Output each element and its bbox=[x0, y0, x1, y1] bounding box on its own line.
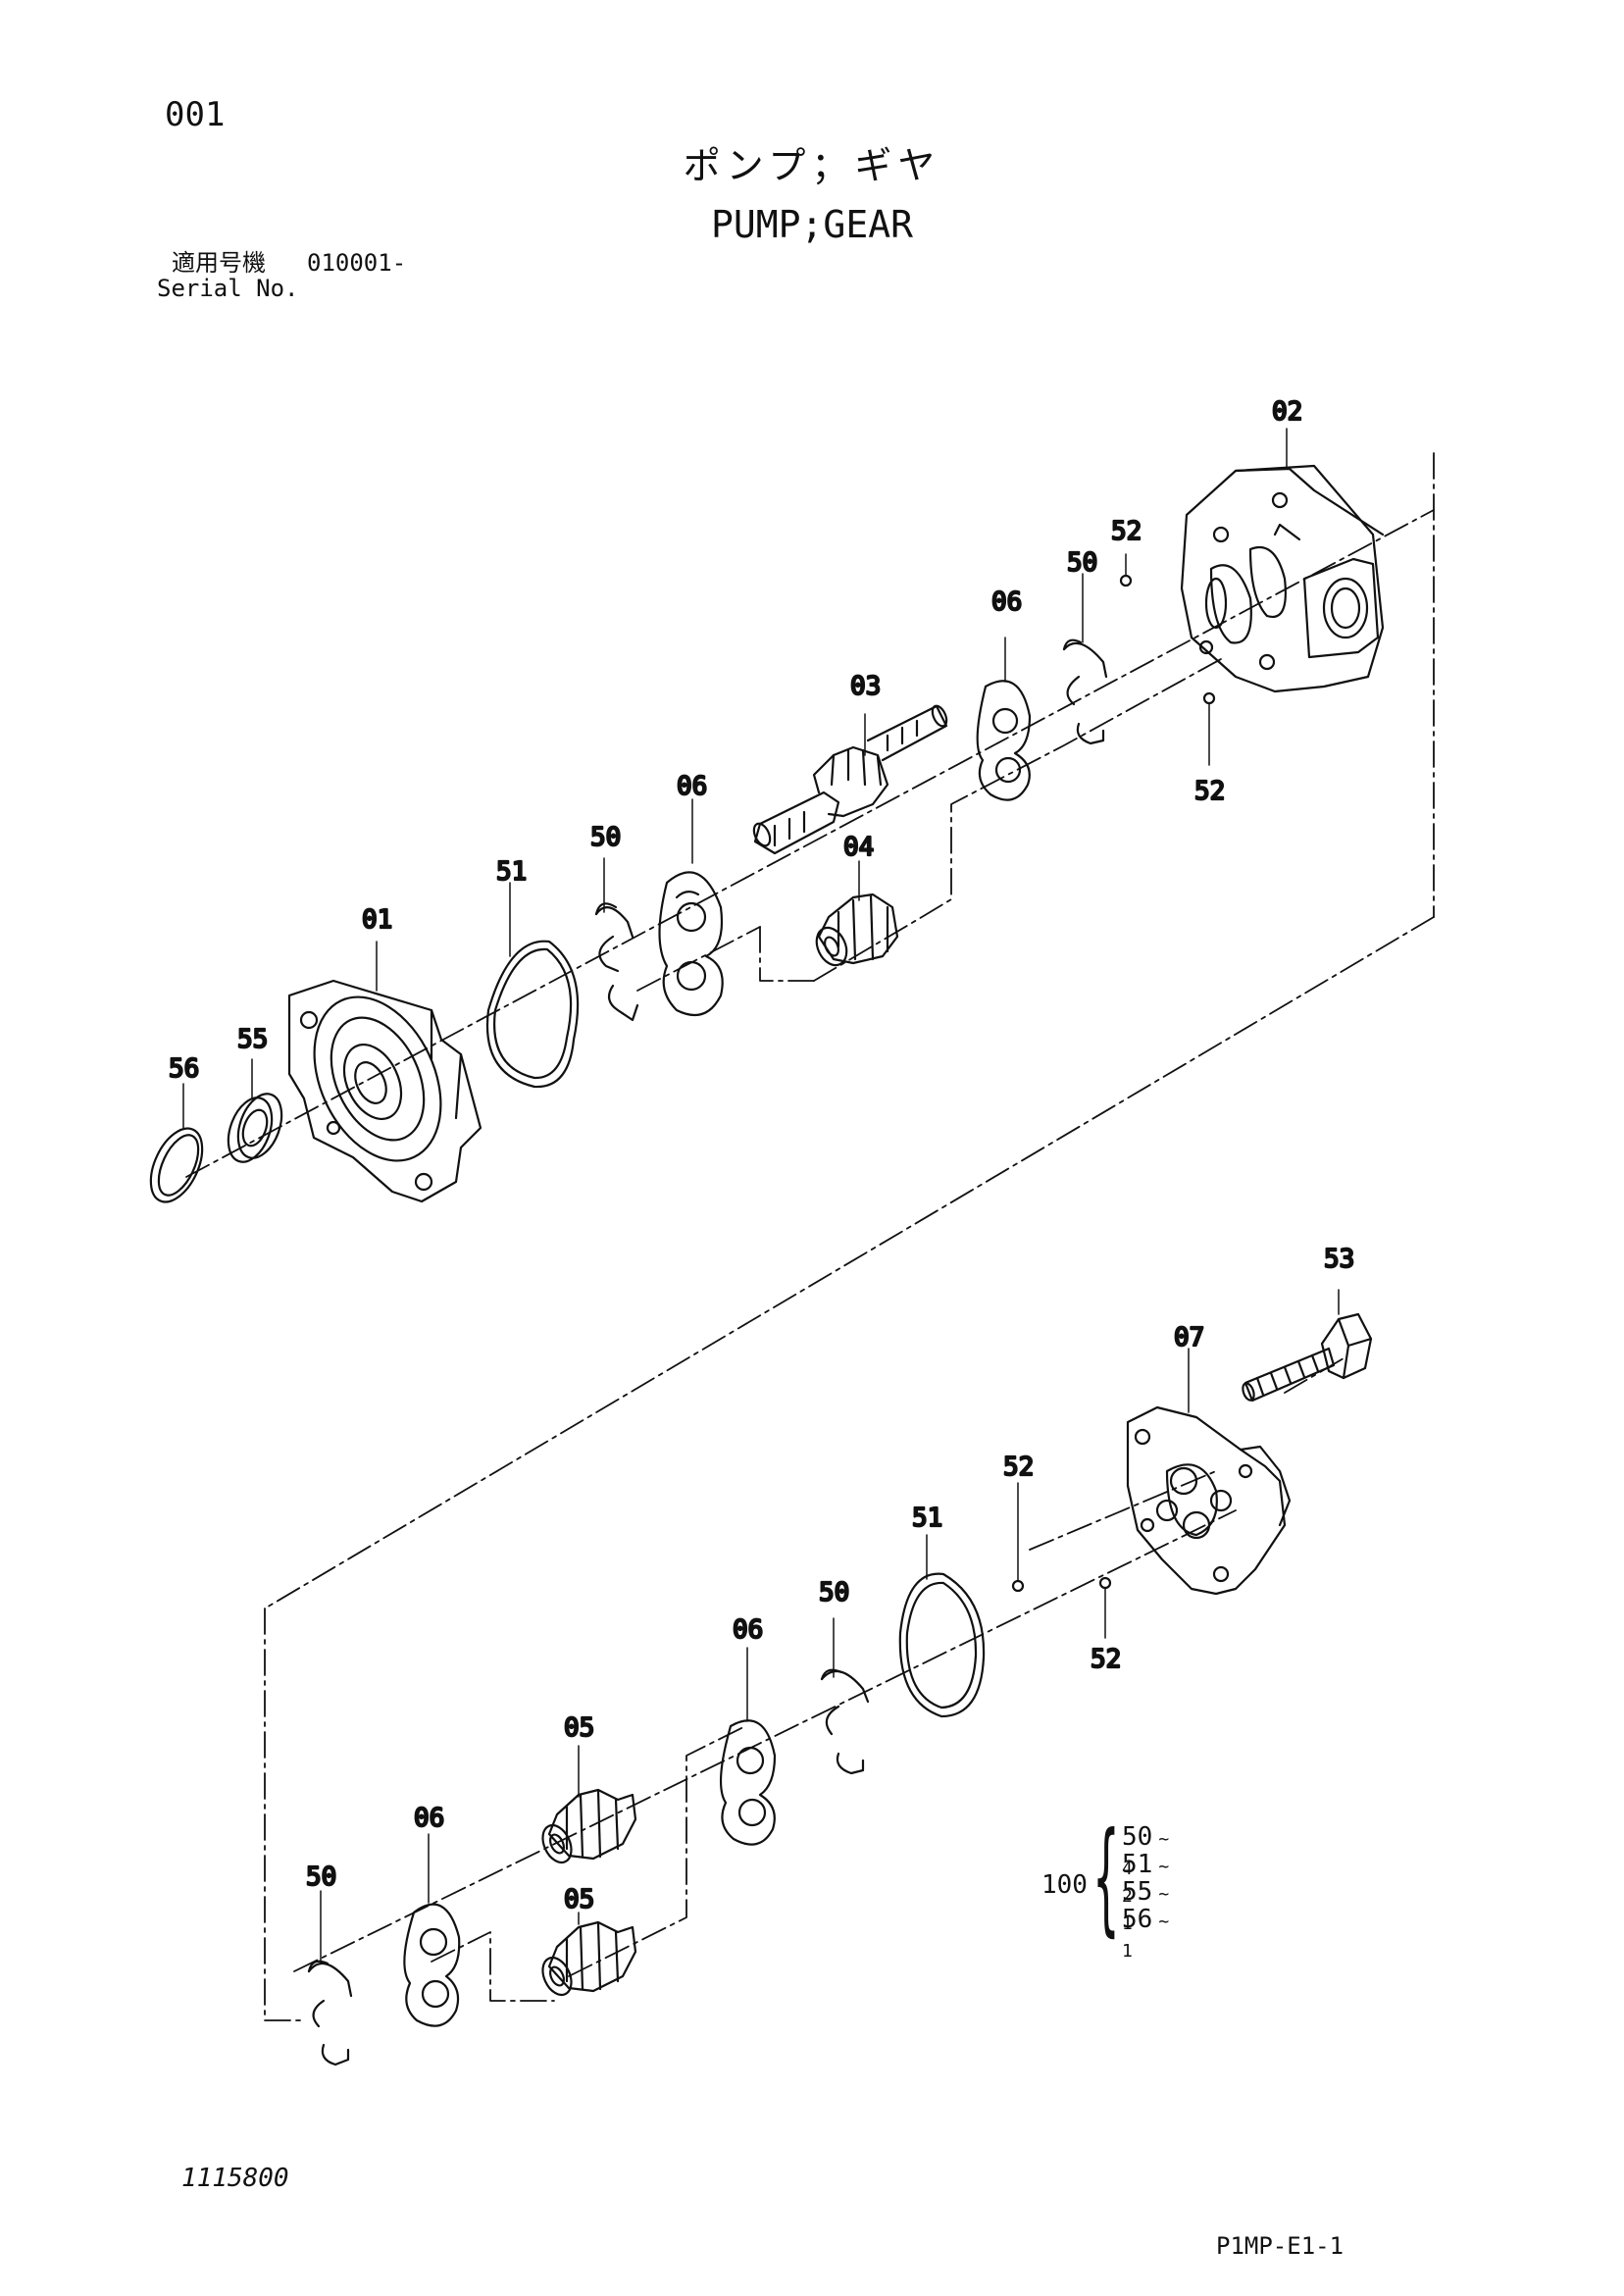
pin-52-lower-bottom bbox=[1098, 1576, 1112, 1590]
upper-axis-line bbox=[185, 509, 1435, 1178]
kit-item: 50~ 4 bbox=[1122, 1822, 1170, 1879]
callout-52-upper-bottom: 52 bbox=[1194, 777, 1225, 806]
callout-06-upper-right: 06 bbox=[991, 587, 1022, 617]
callout-05-upper: 05 bbox=[564, 1713, 594, 1743]
serial-number-value: 010001- bbox=[307, 249, 407, 277]
side-plate-06-upper-left bbox=[658, 871, 724, 1017]
callout-51-upper: 51 bbox=[496, 857, 527, 887]
callout-50-upper-right: 50 bbox=[1067, 548, 1097, 578]
side-plate-06-lower-right bbox=[719, 1719, 777, 1846]
o-ring-51-lower bbox=[898, 1572, 986, 1718]
callout-05-lower: 05 bbox=[564, 1885, 594, 1914]
backup-ring-50-upper-right bbox=[1062, 638, 1108, 745]
kit-item: 51~ 2 bbox=[1122, 1850, 1170, 1907]
o-ring-51-upper bbox=[485, 940, 580, 1089]
driven-gear-04 bbox=[815, 893, 899, 967]
drive-gear-03 bbox=[752, 704, 948, 855]
callout-51-lower: 51 bbox=[912, 1504, 942, 1533]
callout-50-upper-left: 50 bbox=[590, 823, 621, 852]
kit-brace: { bbox=[1092, 1807, 1120, 1949]
callout-02: 02 bbox=[1272, 397, 1302, 427]
upper-secondary-axis bbox=[636, 658, 1222, 992]
callout-52-lower-bottom: 52 bbox=[1091, 1645, 1121, 1674]
lower-axis-line bbox=[293, 1357, 1345, 1972]
callout-50-lower-right: 50 bbox=[819, 1578, 849, 1607]
gear-05-upper bbox=[541, 1788, 637, 1864]
callout-leader-lines bbox=[182, 428, 1340, 1964]
callout-01: 01 bbox=[362, 905, 392, 935]
side-plate-06-upper-right bbox=[976, 680, 1032, 801]
serial-label-english: Serial No. bbox=[157, 275, 299, 302]
callout-04: 04 bbox=[843, 833, 874, 862]
callout-53: 53 bbox=[1324, 1245, 1354, 1274]
callout-03: 03 bbox=[850, 672, 881, 701]
pin-52-upper-top bbox=[1119, 574, 1133, 587]
callout-56: 56 bbox=[169, 1054, 199, 1084]
backup-ring-50-lower-right bbox=[820, 1668, 870, 1775]
figure-reference: P1MP-E1-1 bbox=[1216, 2232, 1345, 2260]
title-japanese: ポンプ；ギヤ bbox=[683, 144, 941, 187]
callout-06-upper-left: 06 bbox=[677, 772, 707, 801]
kit-item: 55~ 1 bbox=[1122, 1877, 1170, 1934]
serial-label-japanese: 適用号機 bbox=[172, 249, 266, 277]
callout-52-upper-top: 52 bbox=[1111, 517, 1142, 546]
document-number: 1115800 bbox=[181, 2164, 289, 2193]
assembly-frame-lines bbox=[264, 452, 1435, 2021]
front-cover-01 bbox=[287, 979, 482, 1203]
callout-06-lower-left: 06 bbox=[414, 1804, 444, 1833]
gear-05-lower bbox=[541, 1920, 637, 1997]
backup-ring-50-upper-left bbox=[594, 902, 639, 1022]
snap-ring-56 bbox=[149, 1127, 204, 1203]
callout-07: 07 bbox=[1174, 1323, 1204, 1352]
pin-52-lower-top bbox=[1011, 1579, 1025, 1593]
lower-secondary-axis bbox=[431, 1725, 746, 2002]
gear-housing-02 bbox=[1180, 464, 1385, 693]
kit-part-number: 100 bbox=[1041, 1870, 1088, 1900]
callout-06-lower-right: 06 bbox=[733, 1615, 763, 1645]
title-english: PUMP;GEAR bbox=[711, 203, 913, 246]
callout-52-lower-top: 52 bbox=[1003, 1453, 1034, 1482]
bolt-53 bbox=[1242, 1312, 1373, 1403]
pin-52-upper-bottom bbox=[1202, 691, 1216, 705]
backup-ring-50-lower-left bbox=[307, 1960, 353, 2066]
rear-cover-07 bbox=[1126, 1405, 1292, 1596]
callout-55: 55 bbox=[237, 1025, 268, 1054]
side-plate-06-lower-left bbox=[403, 1903, 461, 2027]
page-number: 001 bbox=[165, 95, 226, 134]
callout-50-lower-left: 50 bbox=[306, 1862, 336, 1892]
oil-seal-55 bbox=[227, 1093, 283, 1163]
kit-item: 56~ 1 bbox=[1122, 1905, 1170, 1962]
